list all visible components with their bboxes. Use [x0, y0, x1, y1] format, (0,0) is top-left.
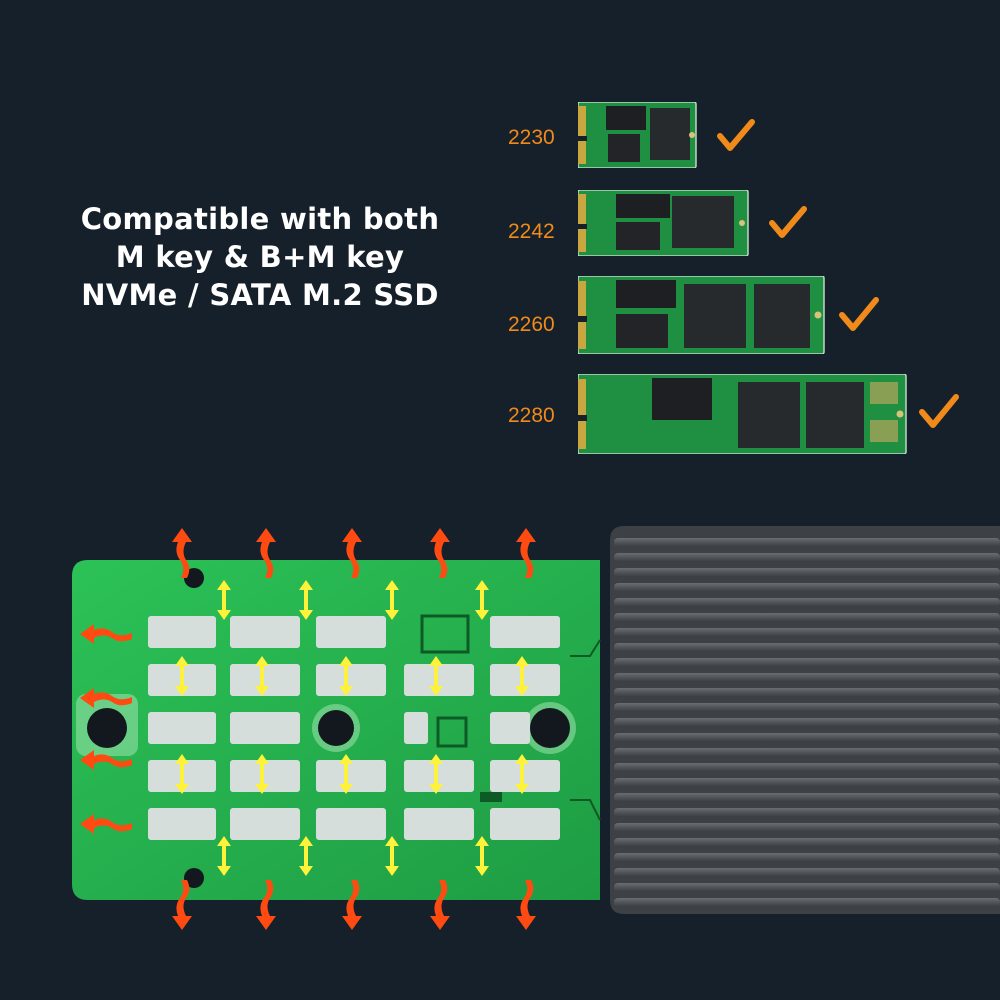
check-mark-icon: [919, 394, 959, 428]
size-label-2242: 2242: [508, 220, 555, 243]
ssd-2280-image: [578, 374, 907, 454]
enclosure-fin: [614, 793, 1000, 802]
thermal-pads: [148, 616, 560, 840]
enclosure-fin: [614, 778, 1000, 787]
enclosure-fin: [614, 733, 1000, 742]
enclosure-fin: [614, 688, 1000, 697]
enclosure-fin: [614, 643, 1000, 652]
size-label-2230: 2230: [508, 126, 555, 149]
headline-line-3: NVMe / SATA M.2 SSD: [81, 278, 439, 312]
ssd-2242-image: [578, 190, 749, 256]
enclosure-fin: [614, 613, 1000, 622]
check-mark-icon: [717, 119, 755, 151]
enclosure-fin: [614, 553, 1000, 562]
enclosure-fin: [614, 538, 1000, 547]
ssd-2260-image: [578, 276, 825, 354]
enclosure-fin: [614, 583, 1000, 592]
enclosure-fin: [614, 763, 1000, 772]
enclosure-fin: [614, 673, 1000, 682]
enclosure-fin: [614, 868, 1000, 877]
enclosure-fin: [614, 748, 1000, 757]
check-mark-icon: [769, 206, 807, 238]
check-mark-icon: [839, 297, 879, 331]
aluminum-enclosure: [610, 526, 1000, 914]
ssd-2230-image: [578, 102, 697, 168]
enclosure-fin: [614, 628, 1000, 637]
size-label-2280: 2280: [508, 404, 555, 427]
enclosure-fin: [614, 718, 1000, 727]
enclosure-fin: [614, 568, 1000, 577]
enclosure-fin: [614, 598, 1000, 607]
headline-line-1: Compatible with both: [80, 202, 440, 236]
headline: Compatible with both M key & B+M key NVM…: [40, 200, 480, 314]
enclosure-fin: [614, 898, 1000, 907]
enclosure-fin: [614, 853, 1000, 862]
enclosure-fin: [614, 808, 1000, 817]
headline-line-2: M key & B+M key: [115, 240, 405, 274]
enclosure-fin: [614, 658, 1000, 667]
enclosure-fin: [614, 823, 1000, 832]
size-label-2260: 2260: [508, 313, 555, 336]
enclosure-fin: [614, 838, 1000, 847]
enclosure-fin: [614, 883, 1000, 892]
enclosure-fin: [614, 703, 1000, 712]
